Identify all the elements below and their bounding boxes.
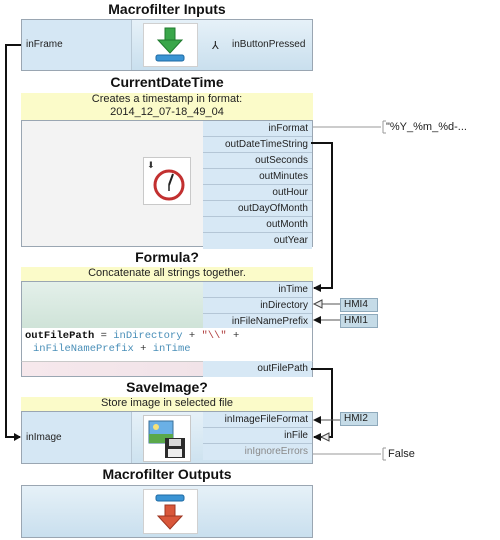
out-hour-port[interactable]: outHour: [203, 185, 312, 201]
formula-code[interactable]: outFilePath = inDirectory + "\\" + inFil…: [21, 328, 313, 361]
inputs-left-section: [22, 20, 132, 70]
code-plus-3: +: [133, 343, 153, 355]
formula-title: Formula?: [135, 249, 199, 265]
current-date-time-title: CurrentDateTime: [110, 74, 224, 90]
macrofilter-outputs-title: Macrofilter Outputs: [102, 466, 232, 482]
wire-arrow-in-image-format: [313, 416, 321, 424]
in-file-port[interactable]: inFile: [203, 428, 312, 444]
out-minutes-port[interactable]: outMinutes: [203, 169, 312, 185]
code-var-time: inTime: [152, 343, 191, 355]
in-format-value[interactable]: "%Y_%m_%d-...: [386, 121, 467, 133]
code-lhs: outFilePath: [25, 330, 95, 342]
wire-arrow-in-time: [313, 284, 321, 292]
wire-arrow-in-image: [14, 433, 21, 441]
wire-arrow-in-directory: [312, 299, 323, 309]
out-month-port[interactable]: outMonth: [203, 217, 312, 233]
wire-in-frame-to-in-image: [5, 44, 21, 438]
svg-text:⬇: ⬇: [147, 161, 155, 171]
note-line-2: 2014_12_07-18_49_04: [110, 106, 224, 118]
hmi-directory-badge[interactable]: HMI4: [340, 298, 378, 312]
macrofilter-inputs-block[interactable]: inFrame ⅄ inButtonPressed: [21, 19, 313, 71]
note-line-1: Creates a timestamp in format:: [91, 93, 243, 105]
current-date-time-note: Creates a timestamp in format: 2014_12_0…: [21, 93, 313, 120]
in-frame-port-label[interactable]: inFrame: [26, 39, 63, 50]
out-file-path-port[interactable]: outFilePath: [203, 361, 312, 377]
download-arrow-icon: [143, 23, 198, 67]
in-format-port[interactable]: inFormat: [203, 121, 312, 137]
code-plus-1: +: [182, 330, 202, 342]
macrofilter-inputs-title: Macrofilter Inputs: [108, 1, 226, 17]
ignore-errors-value[interactable]: False: [388, 448, 415, 460]
current-date-time-block[interactable]: inFormat ⬇ outDateTimeString outSeconds …: [21, 120, 313, 249]
out-seconds-port[interactable]: outSeconds: [203, 153, 312, 169]
hmi-prefix-badge[interactable]: HMI1: [340, 314, 378, 328]
in-image-file-format-port[interactable]: inImageFileFormat: [203, 412, 312, 428]
out-year-port[interactable]: outYear: [203, 233, 312, 249]
in-file-marker: [319, 432, 330, 442]
wire-arrow-in-file: [313, 433, 321, 441]
formula-note: Concatenate all strings together.: [21, 267, 313, 281]
wire-ignore-errors-value: [313, 447, 386, 461]
save-image-block[interactable]: inImage inImageFileFormat inFile inIgnor…: [21, 411, 313, 464]
button-source-icon: ⅄: [212, 40, 219, 52]
in-time-port[interactable]: inTime: [203, 282, 312, 298]
in-button-pressed-port-label[interactable]: inButtonPressed: [232, 39, 306, 50]
save-image-title: SaveImage?: [126, 379, 208, 395]
formula-block-top[interactable]: inTime inDirectory inFileNamePrefix: [21, 281, 313, 330]
in-image-port-label[interactable]: inImage: [26, 432, 62, 443]
code-var-directory: inDirectory: [113, 330, 183, 342]
code-plus-2: +: [226, 330, 240, 342]
out-date-time-string-port[interactable]: outDateTimeString: [203, 137, 312, 153]
clock-icon: ⬇: [143, 157, 191, 205]
upload-arrow-icon: [143, 489, 198, 534]
in-ignore-errors-port[interactable]: inIgnoreErrors: [203, 444, 312, 460]
save-image-left-section: [22, 412, 132, 463]
save-image-icon: [143, 415, 191, 462]
code-string-literal: "\\": [201, 330, 227, 342]
hmi-format-badge[interactable]: HMI2: [340, 412, 378, 426]
code-eq: =: [94, 330, 114, 342]
wire-in-format-value: [313, 120, 386, 134]
out-day-of-month-port[interactable]: outDayOfMonth: [203, 201, 312, 217]
save-image-note: Store image in selected file: [21, 397, 313, 411]
wire-arrow-in-file-prefix: [313, 316, 321, 324]
wire-file-path-to-in-file: [311, 368, 333, 438]
macrofilter-outputs-block[interactable]: [21, 485, 313, 538]
wire-date-string-to-in-time: [311, 142, 333, 289]
code-var-prefix: inFileNamePrefix: [33, 343, 134, 355]
in-directory-port[interactable]: inDirectory: [203, 298, 312, 314]
